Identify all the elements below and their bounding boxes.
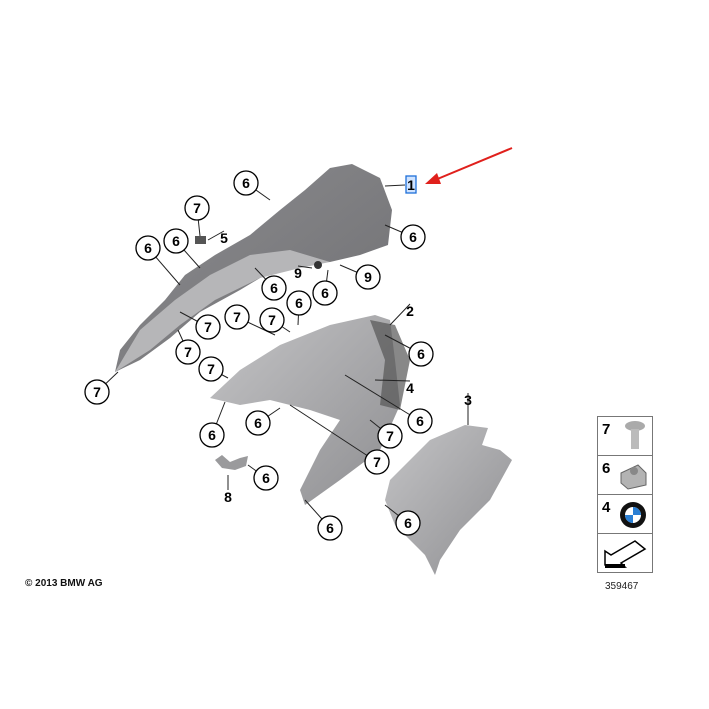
part-label-4[interactable]: 4 [406, 380, 414, 396]
part-label-5[interactable]: 5 [220, 230, 228, 246]
callout-label-6[interactable]: 6 [208, 427, 216, 443]
pointer-arrowhead [425, 173, 441, 184]
part-5-clip[interactable] [195, 236, 206, 244]
callout-label-7[interactable]: 7 [268, 312, 276, 328]
callout-circle [198, 356, 224, 382]
callout-label-7[interactable]: 7 [184, 344, 192, 360]
leader-line [389, 303, 411, 326]
callout-circle [245, 410, 271, 436]
callout-label-7[interactable]: 7 [233, 309, 241, 325]
part-label-8[interactable]: 8 [224, 489, 232, 505]
legend-item-direction [597, 533, 653, 573]
callout-circle [261, 275, 287, 301]
leader-line [374, 379, 411, 382]
direction-arrow-icon [604, 540, 647, 568]
callout-circle [199, 422, 225, 448]
part-2-fairing[interactable] [210, 315, 400, 505]
callout-circle [395, 510, 421, 536]
callout-label-6[interactable]: 6 [326, 520, 334, 536]
callout-circle [312, 280, 338, 306]
copyright: © 2013 BMW AG [25, 578, 103, 589]
leader-line [297, 265, 313, 269]
part-9-grommet[interactable] [314, 261, 322, 269]
part-1-lower-strip [115, 250, 330, 372]
diagram-id: 359467 [605, 581, 639, 592]
callout-label-9[interactable]: 9 [364, 269, 372, 285]
highlight-box [405, 175, 417, 194]
leader-line [384, 184, 406, 187]
callout-circle [377, 423, 403, 449]
part-8-bracket[interactable] [215, 455, 248, 470]
callout-label-6[interactable]: 6 [409, 229, 417, 245]
callout-label-6[interactable]: 6 [270, 280, 278, 296]
callout-label-6[interactable]: 6 [172, 233, 180, 249]
legend-number: 7 [602, 421, 611, 438]
callout-label-7[interactable]: 7 [193, 200, 201, 216]
part-label-9[interactable]: 9 [294, 265, 302, 281]
callout-label-6[interactable]: 6 [262, 470, 270, 486]
pointer-arrow [434, 147, 513, 181]
callout-label-7[interactable]: 7 [386, 428, 394, 444]
callout-circle [259, 307, 285, 333]
callout-label-6[interactable]: 6 [404, 515, 412, 531]
callout-circle [195, 314, 221, 340]
callout-circle [400, 224, 426, 250]
legend-number: 4 [602, 499, 611, 516]
callout-label-6[interactable]: 6 [417, 346, 425, 362]
callout-circle [175, 339, 201, 365]
callout-circle [163, 228, 189, 254]
callout-label-7[interactable]: 7 [93, 384, 101, 400]
callout-circle [355, 264, 381, 290]
callout-label-6[interactable]: 6 [295, 295, 303, 311]
part-label-2[interactable]: 2 [406, 303, 414, 319]
callout-circle [364, 449, 390, 475]
clip-nut-icon [620, 464, 647, 490]
part-3-cover[interactable] [385, 425, 512, 575]
legend-item-screw: 7 [597, 416, 653, 455]
bmw-logo-icon [620, 502, 646, 528]
callout-label-6[interactable]: 6 [321, 285, 329, 301]
callout-circle [286, 290, 312, 316]
callout-label-6[interactable]: 6 [254, 415, 262, 431]
legend-box: 7 6 4 [597, 416, 653, 573]
callout-circle [407, 408, 433, 434]
callout-label-7[interactable]: 7 [204, 319, 212, 335]
legend-item-clip-nut: 6 [597, 455, 653, 494]
callout-circle [253, 465, 279, 491]
legend-item-bmw-logo: 4 [597, 494, 653, 533]
leader-line [344, 374, 421, 422]
callout-circle [224, 304, 250, 330]
callout-label-6[interactable]: 6 [242, 175, 250, 191]
callout-circle [317, 515, 343, 541]
callout-circle [135, 235, 161, 261]
legend-number: 6 [602, 460, 611, 477]
part-label-3[interactable]: 3 [464, 392, 472, 408]
leader-line [207, 230, 225, 241]
callout-label-6[interactable]: 6 [416, 413, 424, 429]
callout-circle [408, 341, 434, 367]
callout-label-7[interactable]: 7 [373, 454, 381, 470]
callout-circle [84, 379, 110, 405]
leader-line [289, 404, 378, 463]
callout-circle [233, 170, 259, 196]
callout-circle [184, 195, 210, 221]
callout-label-6[interactable]: 6 [144, 240, 152, 256]
screw-icon [625, 421, 645, 449]
part-label-1[interactable]: 1 [407, 177, 415, 193]
callout-label-7[interactable]: 7 [207, 361, 215, 377]
